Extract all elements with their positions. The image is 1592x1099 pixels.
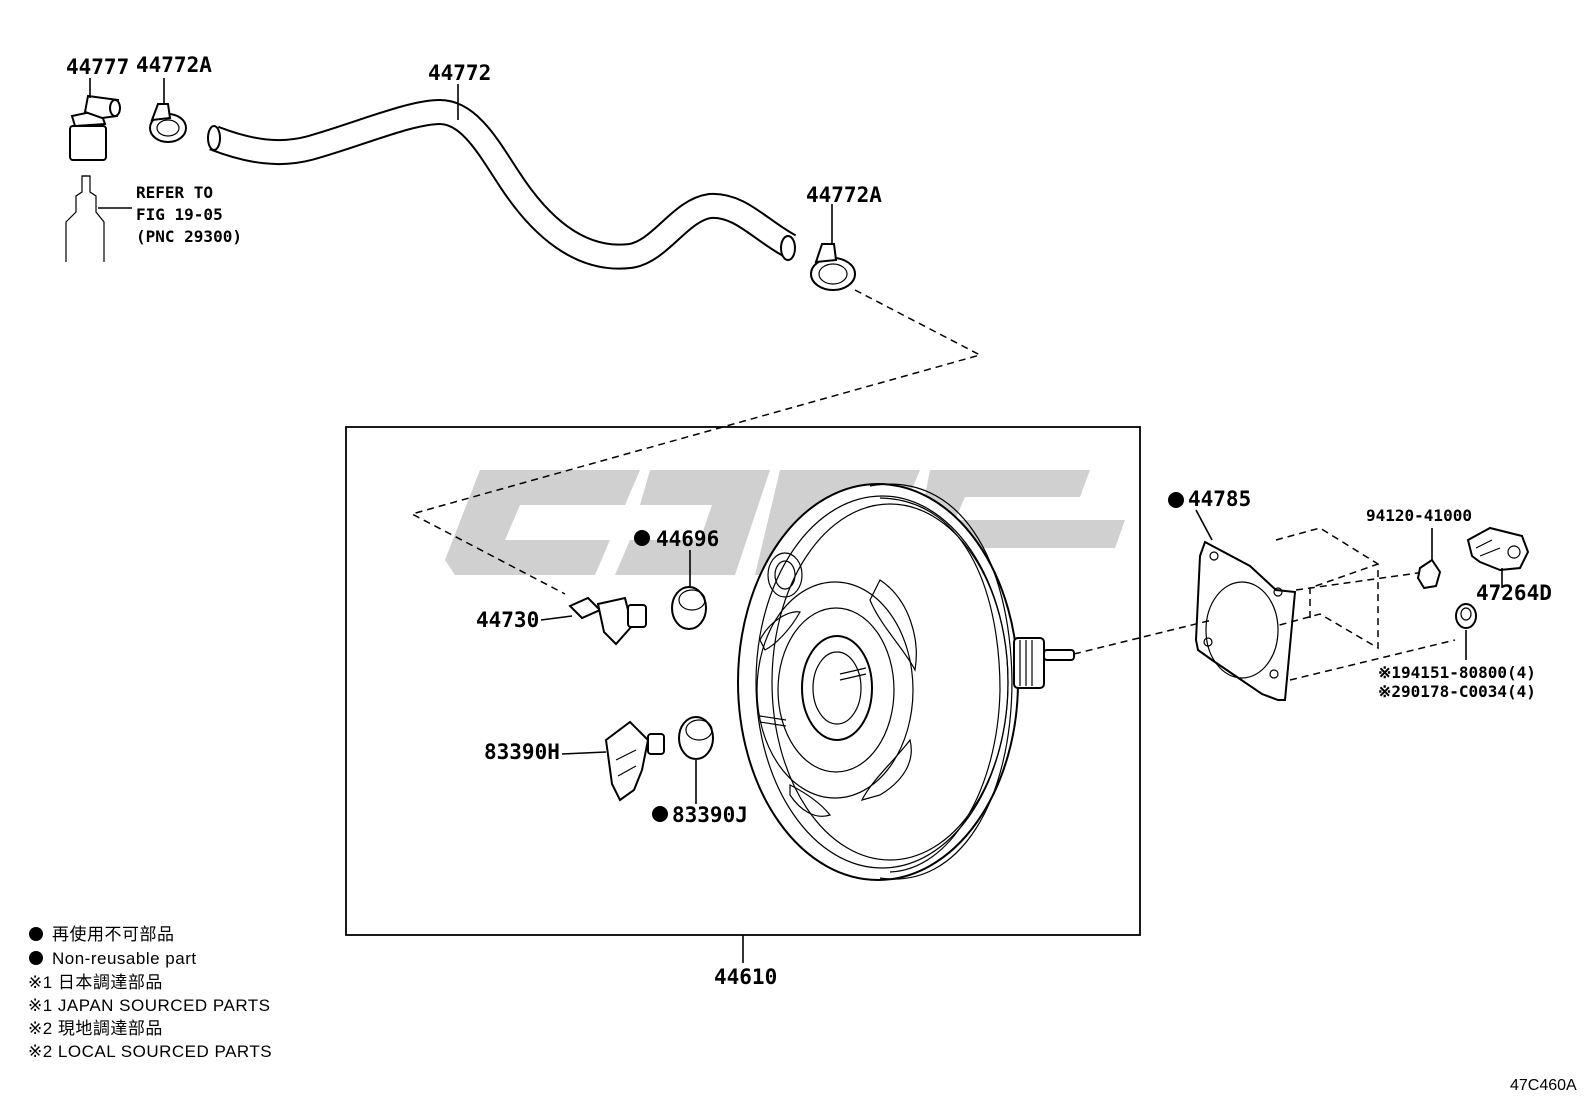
legend-bullet-2 — [29, 951, 43, 965]
hose-44772[interactable] — [207, 98, 797, 270]
refer-note-line3: (PNC 29300) — [136, 227, 242, 246]
brake-booster-44610[interactable] — [737, 483, 1075, 881]
dashed-hose-route — [409, 289, 983, 595]
gasket-44785[interactable] — [1194, 540, 1297, 701]
legend-line-2: Non-reusable part — [52, 949, 197, 968]
pipe-reference — [65, 175, 132, 262]
non-reusable-mark-44696 — [634, 530, 650, 546]
leader-83390H — [561, 751, 607, 755]
label-44777: 44777 — [66, 55, 129, 79]
label-83390H: 83390H — [484, 740, 560, 764]
washer-194151[interactable] — [1455, 603, 1477, 629]
leader-44785 — [1195, 509, 1213, 541]
non-reusable-mark-83390J — [652, 806, 668, 822]
legend-line-5: ※2 現地調達部品 — [28, 1019, 163, 1038]
label-290178-C0034: ※290178-C0034(4) — [1378, 682, 1536, 701]
label-44696: 44696 — [656, 527, 719, 551]
clip-44772A-mid[interactable] — [810, 243, 856, 291]
label-44730: 44730 — [476, 608, 539, 632]
grommet-44696[interactable] — [671, 586, 707, 630]
legend-line-3: ※1 日本調達部品 — [28, 973, 163, 992]
check-valve-44730[interactable] — [568, 596, 647, 646]
legend-line-1: 再使用不可部品 — [52, 924, 175, 944]
label-44772: 44772 — [428, 61, 491, 85]
label-44785: 44785 — [1188, 487, 1251, 511]
label-47264D: 47264D — [1476, 581, 1552, 605]
label-83390J: 83390J — [672, 803, 748, 827]
non-reusable-mark-44785 — [1168, 492, 1184, 508]
label-94120-41000: 94120-41000 — [1366, 506, 1472, 525]
bracket-47264D[interactable] — [1466, 526, 1530, 572]
refer-note-line2: FIG 19-05 — [136, 205, 223, 224]
connector-44777[interactable] — [69, 94, 121, 161]
label-44610: 44610 — [714, 965, 777, 989]
sensor-83390H[interactable] — [604, 720, 665, 802]
label-44772A-mid: 44772A — [806, 183, 882, 207]
figure-id: 47C460A — [1510, 1077, 1577, 1094]
legend-line-4: ※1 JAPAN SOURCED PARTS — [28, 996, 271, 1015]
label-44772A-top: 44772A — [136, 53, 212, 77]
legend-bullet-1 — [29, 927, 43, 941]
leader-44730 — [540, 615, 573, 621]
refer-note-line1: REFER TO — [136, 183, 213, 202]
legend-line-6: ※2 LOCAL SOURCED PARTS — [28, 1042, 272, 1061]
grommet-83390J[interactable] — [678, 716, 714, 760]
label-194151-80800: ※194151-80800(4) — [1378, 663, 1536, 682]
clip-44772A-top[interactable] — [149, 103, 187, 143]
dashed-mount-box — [1073, 527, 1456, 681]
nut-94120-41000[interactable] — [1416, 558, 1442, 590]
legend: 再使用不可部品 Non-reusable part ※1 日本調達部品 ※1 J… — [28, 924, 272, 1061]
